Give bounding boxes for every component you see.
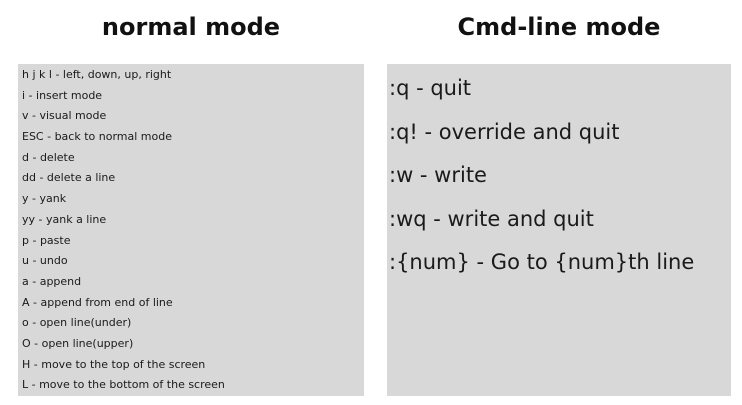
list-item: v - visual mode (22, 109, 107, 123)
cmdline-mode-panel: :q - quit :q! - override and quit :w - w… (387, 64, 731, 396)
list-item: L - move to the bottom of the screen (22, 378, 225, 392)
list-item: o - open line(under) (22, 316, 132, 330)
normal-mode-panel: h j k l - left, down, up, right i - inse… (18, 64, 364, 396)
list-item: H - move to the top of the screen (22, 357, 206, 371)
list-item: O - open line(upper) (22, 336, 134, 350)
list-item: d - delete (22, 150, 75, 164)
list-item: p - paste (22, 233, 71, 247)
list-item: u - undo (22, 254, 68, 268)
normal-mode-list: h j k l - left, down, up, right i - inse… (22, 65, 364, 396)
list-item: yy - yank a line (22, 212, 107, 226)
list-item: A - append from end of line (22, 295, 173, 309)
list-item: y - yank (22, 192, 67, 206)
list-item: ESC - back to normal mode (22, 130, 172, 144)
list-item: h j k l - left, down, up, right (22, 68, 172, 81)
list-item: :q! - override and quit (389, 119, 620, 144)
list-item: i - insert mode (22, 88, 103, 102)
cmdline-mode-list: :q - quit :q! - override and quit :w - w… (389, 67, 731, 285)
list-item: a - append (22, 274, 82, 288)
list-item: :w - write (389, 163, 487, 187)
list-item: :{num} - Go to {num}th line (389, 250, 695, 274)
cmdline-mode-title: Cmd-line mode (457, 13, 661, 41)
list-item: :wq - write and quit (389, 206, 594, 231)
list-item: :q - quit (389, 76, 472, 100)
list-item: dd - delete a line (22, 171, 116, 185)
normal-mode-title: normal mode (101, 13, 281, 41)
